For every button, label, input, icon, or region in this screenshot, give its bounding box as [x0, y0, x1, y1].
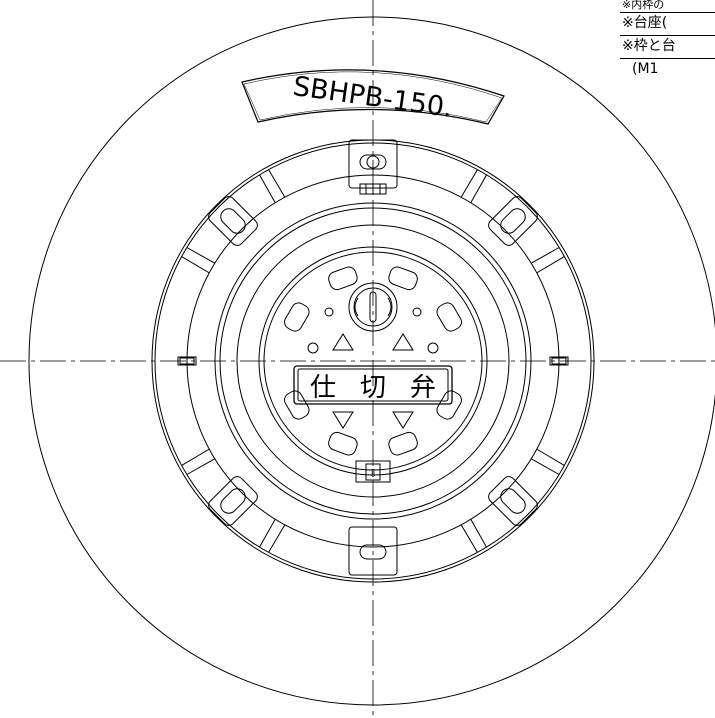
- rib-line: [181, 256, 210, 274]
- note-line: ※内枠の: [620, 0, 715, 13]
- bolt-lugs: [208, 196, 538, 526]
- rib-line: [186, 247, 216, 264]
- cover-small-circles: [307, 307, 439, 354]
- note-line: ※台座(: [620, 13, 715, 36]
- frame-ribs: [181, 169, 565, 553]
- top-lug: [348, 139, 398, 195]
- cover-pad: [328, 266, 358, 291]
- cover-pad: [436, 302, 462, 332]
- note-line: ※枠と台: [620, 36, 715, 59]
- bottom-lug: [348, 526, 398, 576]
- cover-pad: [284, 390, 310, 420]
- rib-line: [460, 524, 478, 553]
- cover-pad: [388, 266, 418, 291]
- keyhole: [348, 282, 398, 332]
- rib-line: [259, 174, 276, 204]
- bolt-lug: [488, 196, 538, 246]
- model-nameplate: [241, 69, 505, 125]
- cover-label-char-2: 切: [360, 373, 386, 403]
- bolt-lug: [488, 476, 538, 526]
- cover-pads: [284, 266, 462, 456]
- cover-pad: [284, 302, 310, 332]
- rib-line: [268, 169, 286, 198]
- arrow-notch: [355, 460, 391, 483]
- rib-line: [268, 524, 286, 553]
- cover-label-plate: [293, 365, 453, 405]
- cover-pad: [388, 431, 418, 456]
- side-tabs: [177, 356, 569, 366]
- rib-line: [530, 458, 560, 475]
- rib-line: [530, 247, 560, 264]
- cover-pad: [436, 390, 462, 420]
- bolt-lug: [208, 476, 258, 526]
- rib-line: [181, 448, 210, 466]
- outer-base-circle: [28, 16, 715, 706]
- cover-triangles: [332, 333, 414, 429]
- rib-line: [460, 169, 478, 198]
- bolt-lug: [208, 196, 258, 246]
- model-label: SBHPB-150.: [291, 71, 454, 124]
- notes-box: ※内枠の ※台座( ※枠と台 (M1: [620, 0, 715, 98]
- rib-line: [186, 458, 216, 475]
- rib-line: [259, 518, 276, 548]
- note-line: (M1: [632, 61, 659, 77]
- rib-line: [470, 174, 487, 204]
- rib-line: [470, 518, 487, 548]
- frame-ring: [151, 139, 595, 583]
- arrow-mark: ⇩: [368, 467, 377, 480]
- rib-line: [536, 256, 565, 274]
- cover-label-char-1: 仕: [310, 373, 336, 403]
- rib-line: [536, 448, 565, 466]
- cover-pad: [328, 431, 358, 456]
- cover-label-char-3: 弁: [410, 373, 436, 403]
